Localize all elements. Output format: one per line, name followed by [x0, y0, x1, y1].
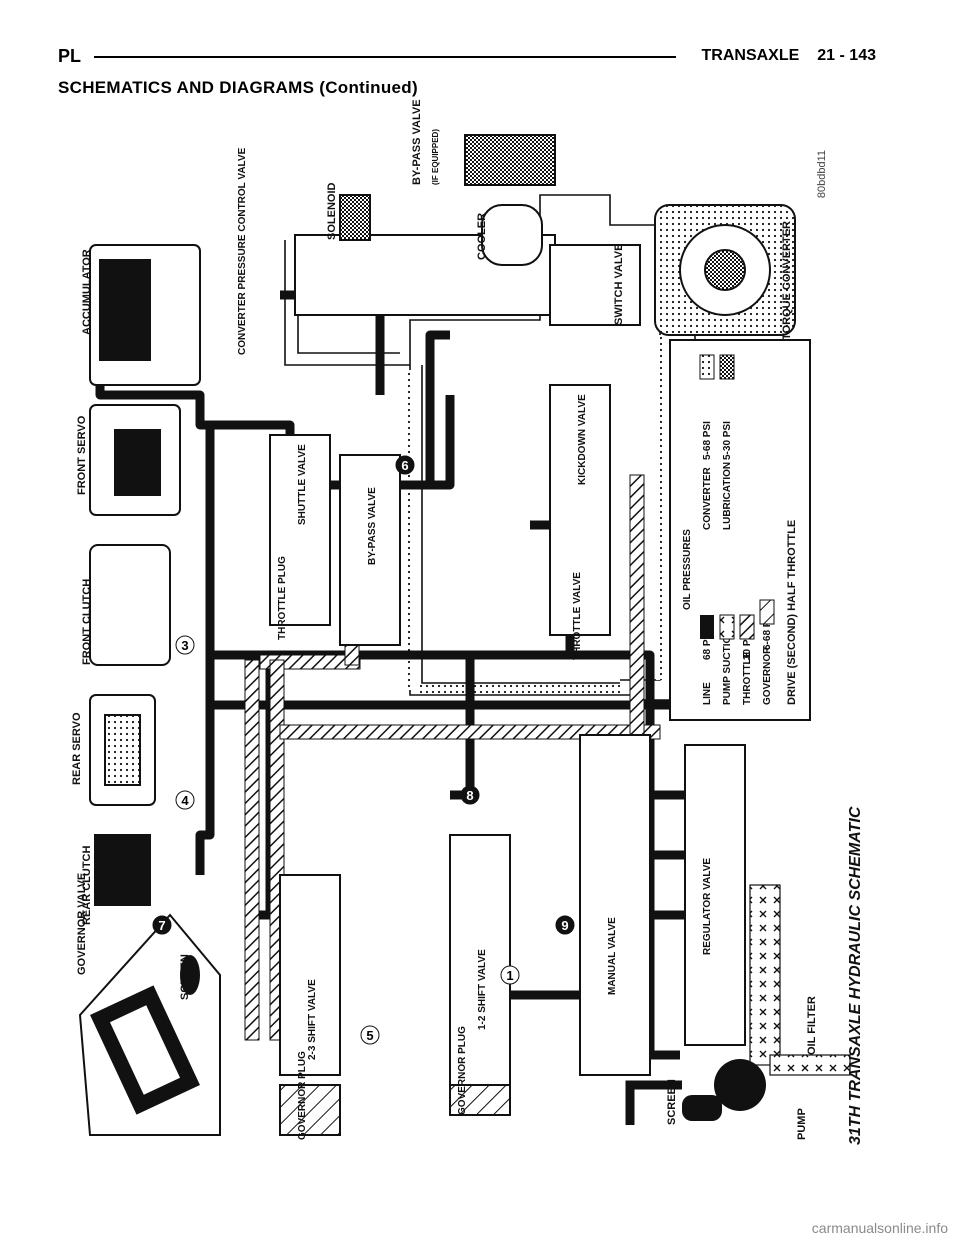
- kickdown-throttle-valve-drawing: [549, 384, 611, 636]
- passage-number-1: 1: [506, 968, 513, 983]
- figure-id: 80bdbd11: [816, 150, 828, 198]
- legend-title: OIL PRESSURES: [682, 529, 693, 610]
- watermark: carmanualsonline.info: [811, 1220, 948, 1236]
- header-rule: [94, 56, 676, 58]
- header-model-code: PL: [58, 46, 82, 66]
- manual-valve-drawing: [579, 734, 651, 1076]
- label-bypass-valve-top: BY-PASS VALVE: [411, 99, 423, 185]
- legend-swatch-governor: [759, 599, 775, 625]
- label-cooler: COOLER: [476, 213, 488, 260]
- bypass-valve-drawing: [339, 454, 401, 646]
- passage-number-6: 6: [401, 458, 408, 473]
- legend-converter-psi: 5-68 PSI: [702, 421, 713, 460]
- rear-clutch-drawing: [94, 834, 151, 906]
- label-shuttle-valve: SHUTTLE VALVE: [297, 444, 308, 525]
- legend-line-label: LINE: [702, 682, 713, 705]
- figure-caption: 31TH TRANSAXLE HYDRAULIC SCHEMATIC: [847, 806, 864, 1145]
- label-kickdown-valve: KICKDOWN VALVE: [577, 394, 588, 485]
- header-section: TRANSAXLE: [701, 47, 800, 64]
- label-if-equipped: (IF EQUIPPED): [431, 129, 440, 185]
- label-regulator-valve: REGULATOR VALVE: [702, 858, 713, 955]
- label-bypass-valve-mid: BY-PASS VALVE: [367, 487, 378, 565]
- label-front-clutch: FRONT CLUTCH: [81, 579, 93, 665]
- section-title: SCHEMATICS AND DIAGRAMS (Continued): [58, 78, 418, 97]
- label-oil-filter: OIL FILTER: [806, 996, 818, 1055]
- legend-converter-label: CONVERTER: [702, 466, 713, 530]
- label-front-servo: FRONT SERVO: [76, 415, 88, 495]
- legend-lubrication-label: LUBRICATION: [722, 462, 733, 530]
- cooler-drawing: [481, 204, 543, 266]
- shift-23-valve-drawing: [279, 874, 341, 1076]
- passage-number-3: 3: [181, 638, 188, 653]
- governor-valve-drawing: [78, 913, 221, 1136]
- label-solenoid: SOLENOID: [326, 182, 338, 240]
- passage-number-8: 8: [466, 788, 473, 803]
- label-switch-valve: SWITCH VALVE: [613, 244, 625, 325]
- front-clutch-drawing: [89, 544, 171, 666]
- label-governor-plug-1: GOVERNOR PLUG: [297, 1051, 308, 1140]
- hydraulic-schematic-figure: 1 3 4 5 6 7 8 9 GOVERNOR VALVE REAR CLUT…: [70, 95, 890, 1155]
- passage-number-9: 9: [561, 918, 568, 933]
- legend-swatch-converter: [699, 354, 715, 380]
- legend-governor-label: GOVERNOR: [762, 646, 773, 705]
- throttle-passages: [244, 474, 661, 1041]
- oil-pressure-legend: OIL PRESSURES LINE 68 PSI PUMP SUCTION T…: [669, 339, 811, 721]
- legend-governor-psi: 6-68 PSI: [762, 611, 773, 650]
- bottom-screen-icon: [682, 1095, 722, 1121]
- legend-lubrication-psi: 5-30 PSI: [722, 421, 733, 460]
- passage-number-7: 7: [158, 918, 165, 933]
- label-accumulator: ACCUMULATOR: [81, 249, 93, 335]
- valve-body: [269, 384, 746, 1136]
- label-governor-valve: GOVERNOR VALVE: [76, 873, 88, 975]
- clutches-servos: [89, 244, 201, 906]
- converter-dot-fill: [406, 335, 664, 693]
- regulator-valve-drawing: [684, 744, 746, 1046]
- pump-gear-icon: [714, 1059, 766, 1111]
- header-section-page: TRANSAXLE 21 - 143: [702, 47, 877, 65]
- label-shift-valve-12: 1-2 SHIFT VALVE: [477, 949, 488, 1030]
- label-torque-converter: TORQUE CONVERTER: [781, 221, 793, 340]
- pump-suction: [625, 884, 851, 1125]
- label-throttle-plug: THROTTLE PLUG: [277, 556, 288, 640]
- legend-pump-suction-label: PUMP SUCTION: [722, 629, 733, 706]
- legend-swatch-throttle: [739, 614, 755, 640]
- passage-number-4: 4: [181, 793, 189, 808]
- solenoid-drawing: [339, 194, 371, 241]
- label-screen-bottom: SCREEN: [666, 1079, 678, 1125]
- page-header: PL TRANSAXLE 21 - 143: [50, 40, 876, 74]
- legend-footer: DRIVE (SECOND) HALF THROTTLE: [786, 520, 798, 705]
- passage-number-5: 5: [366, 1028, 373, 1043]
- legend-swatch-pump-suction: [719, 614, 735, 640]
- label-manual-valve: MANUAL VALVE: [607, 917, 618, 995]
- legend-throttle-psi: 30 PSI: [742, 630, 753, 660]
- label-pump: PUMP: [796, 1108, 808, 1140]
- label-governor-plug-2: GOVERNOR PLUG: [457, 1026, 468, 1115]
- label-rear-servo: REAR SERVO: [71, 712, 83, 785]
- label-screen-left: SCREEN: [179, 954, 191, 1000]
- legend-throttle-label: THROTTLE: [742, 651, 753, 705]
- switch-valve-drawing: [549, 244, 641, 326]
- label-rear-clutch: REAR CLUTCH: [81, 846, 93, 925]
- schematic-svg: 1 3 4 5 6 7 8 9 GOVERNOR VALVE REAR CLUT…: [71, 99, 864, 1145]
- label-converter-pressure-control-valve: CONVERTER PRESSURE CONTROL VALVE: [237, 147, 248, 355]
- shuttle-valve-drawing: [269, 434, 331, 626]
- component-labels: GOVERNOR VALVE REAR CLUTCH REAR SERVO FR…: [71, 99, 818, 1140]
- legend-line-psi: 68 PSI: [702, 630, 713, 660]
- legend-swatch-line: [700, 615, 714, 639]
- label-throttle-valve: THROTTLE VALVE: [572, 572, 583, 660]
- bypass-valve-top-drawing: [464, 134, 556, 186]
- converter-assembly: [294, 134, 796, 336]
- shift-12-valve-drawing: [449, 834, 511, 1086]
- label-shift-valve-23: 2-3 SHIFT VALVE: [307, 979, 318, 1060]
- header-page-number: 21 - 143: [817, 47, 876, 64]
- passage-numbers: 1 3 4 5 6 7 8 9: [152, 455, 575, 1045]
- legend-swatch-lubrication: [719, 354, 735, 380]
